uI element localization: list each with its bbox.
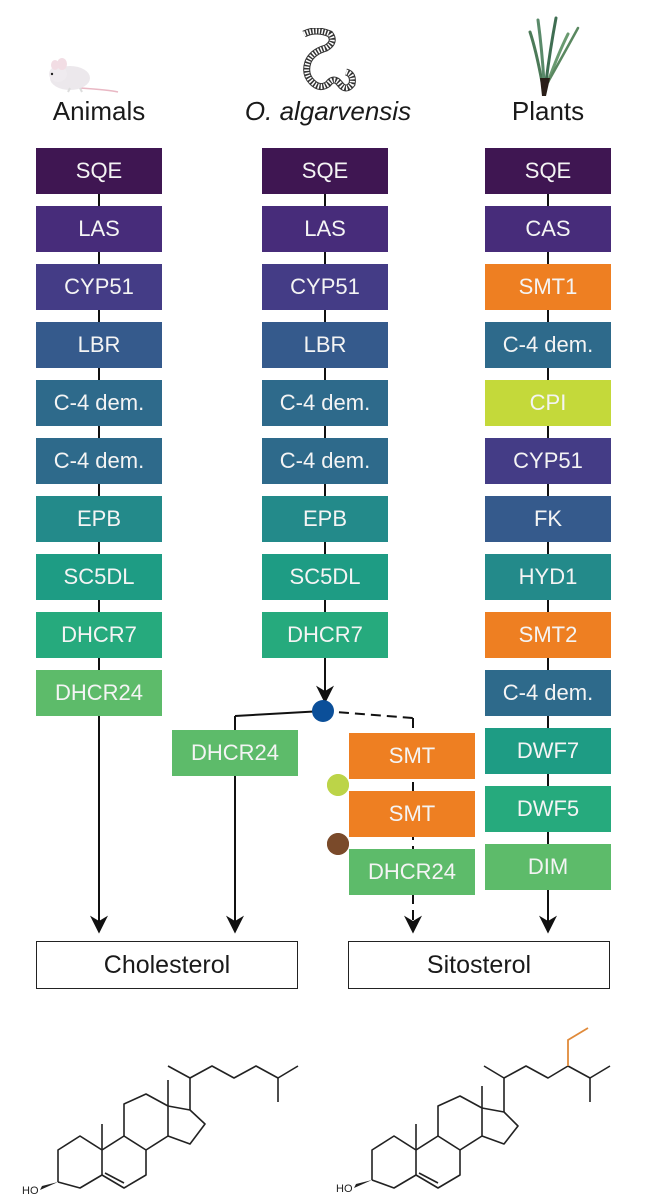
step-sqe: SQE <box>485 148 611 194</box>
step-c-4-dem: C-4 dem. <box>262 438 388 484</box>
branch-right-step-smt: SMT <box>349 791 475 837</box>
hydroxyl-label: HO <box>336 1183 353 1195</box>
product-cholesterol: Cholesterol <box>36 941 298 989</box>
column-title-plants: Plants <box>511 96 585 126</box>
step-c-4-dem: C-4 dem. <box>36 438 162 484</box>
step-cyp51: CYP51 <box>485 438 611 484</box>
plant-icon <box>528 16 580 96</box>
step-las: LAS <box>262 206 388 252</box>
branch-left-step-dhcr24: DHCR24 <box>172 730 298 776</box>
step-cyp51: CYP51 <box>262 264 388 310</box>
branch-right-step-dhcr24: DHCR24 <box>349 849 475 895</box>
step-c-4-dem: C-4 dem. <box>485 322 611 368</box>
cholesterol-structure: HO <box>22 1065 299 1197</box>
step-dhcr7: DHCR7 <box>262 612 388 658</box>
step-c-4-dem: C-4 dem. <box>262 380 388 426</box>
sitosterol-ethyl-highlight <box>567 1027 589 1066</box>
step-cyp51: CYP51 <box>36 264 162 310</box>
step-sqe: SQE <box>262 148 388 194</box>
step-smt2: SMT2 <box>485 612 611 658</box>
step-c-4-dem: C-4 dem. <box>485 670 611 716</box>
branch-left-line <box>234 710 324 717</box>
step-dwf7: DWF7 <box>485 728 611 774</box>
hydroxyl-label: HO <box>22 1185 39 1197</box>
column-title-animals: Animals <box>52 96 146 126</box>
step-cas: CAS <box>485 206 611 252</box>
step-las: LAS <box>36 206 162 252</box>
step-smt1: SMT1 <box>485 264 611 310</box>
branch-right-line <box>322 710 414 719</box>
step-sc5dl: SC5DL <box>36 554 162 600</box>
brown-marker <box>327 833 349 855</box>
column-title-o-algarvensis: O. algarvensis <box>244 96 412 126</box>
step-dwf5: DWF5 <box>485 786 611 832</box>
sitosterol-structure: HO <box>336 1027 611 1195</box>
step-hyd1: HYD1 <box>485 554 611 600</box>
step-dhcr24: DHCR24 <box>36 670 162 716</box>
step-sqe: SQE <box>36 148 162 194</box>
step-lbr: LBR <box>262 322 388 368</box>
step-dhcr7: DHCR7 <box>36 612 162 658</box>
step-epb: EPB <box>36 496 162 542</box>
branch-node <box>312 700 334 722</box>
lime-marker <box>327 774 349 796</box>
step-lbr: LBR <box>36 322 162 368</box>
branch-right-step-smt: SMT <box>349 733 475 779</box>
step-dim: DIM <box>485 844 611 890</box>
product-sitosterol: Sitosterol <box>348 941 610 989</box>
step-sc5dl: SC5DL <box>262 554 388 600</box>
mouse-icon <box>49 58 119 93</box>
step-cpi: CPI <box>485 380 611 426</box>
worm-icon <box>302 28 356 92</box>
step-epb: EPB <box>262 496 388 542</box>
step-c-4-dem: C-4 dem. <box>36 380 162 426</box>
step-fk: FK <box>485 496 611 542</box>
